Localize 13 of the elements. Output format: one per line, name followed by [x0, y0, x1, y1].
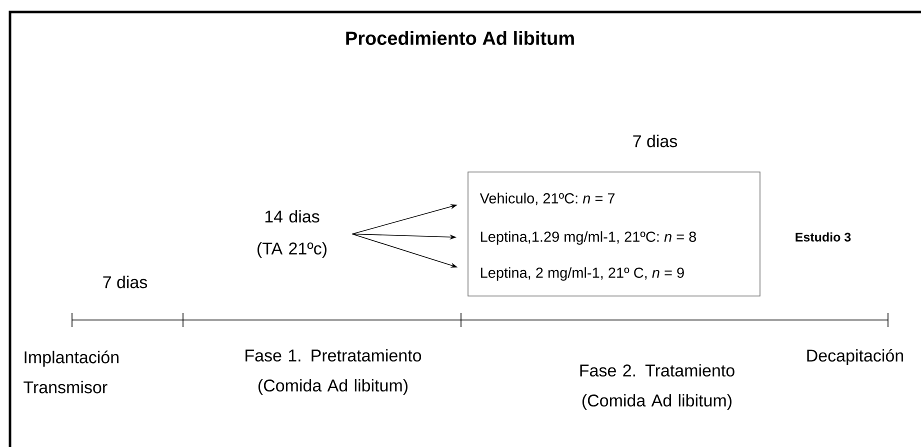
title: Procedimiento Ad libitum: [346, 31, 574, 45]
duration-label: 7 dias: [103, 276, 148, 288]
stage-label: Fase 1. Pretratamiento (Comida Ad libitum): [246, 349, 422, 395]
duration-label: 14 dias (TA 21ºc): [258, 210, 326, 258]
treatment-line: Vehiculo, 21ºC: n = 7: [480, 192, 615, 206]
stage-label: Decapitación: [807, 348, 903, 365]
stage-label: Fase 2. Tratamiento (Comida Ad libitum): [580, 364, 734, 410]
treatment-box: [468, 172, 760, 296]
duration-label: 7 dias: [633, 134, 678, 148]
treatment-line: Leptina,1.29 mg/ml-1, 21ºC: n = 8: [481, 231, 696, 245]
stage-label: Implantación Transmisor: [24, 350, 118, 394]
treatment-line: Leptina, 2 mg/ml-1, 21º C, n = 9: [481, 267, 684, 281]
study-label: Estudio 3: [796, 232, 851, 242]
